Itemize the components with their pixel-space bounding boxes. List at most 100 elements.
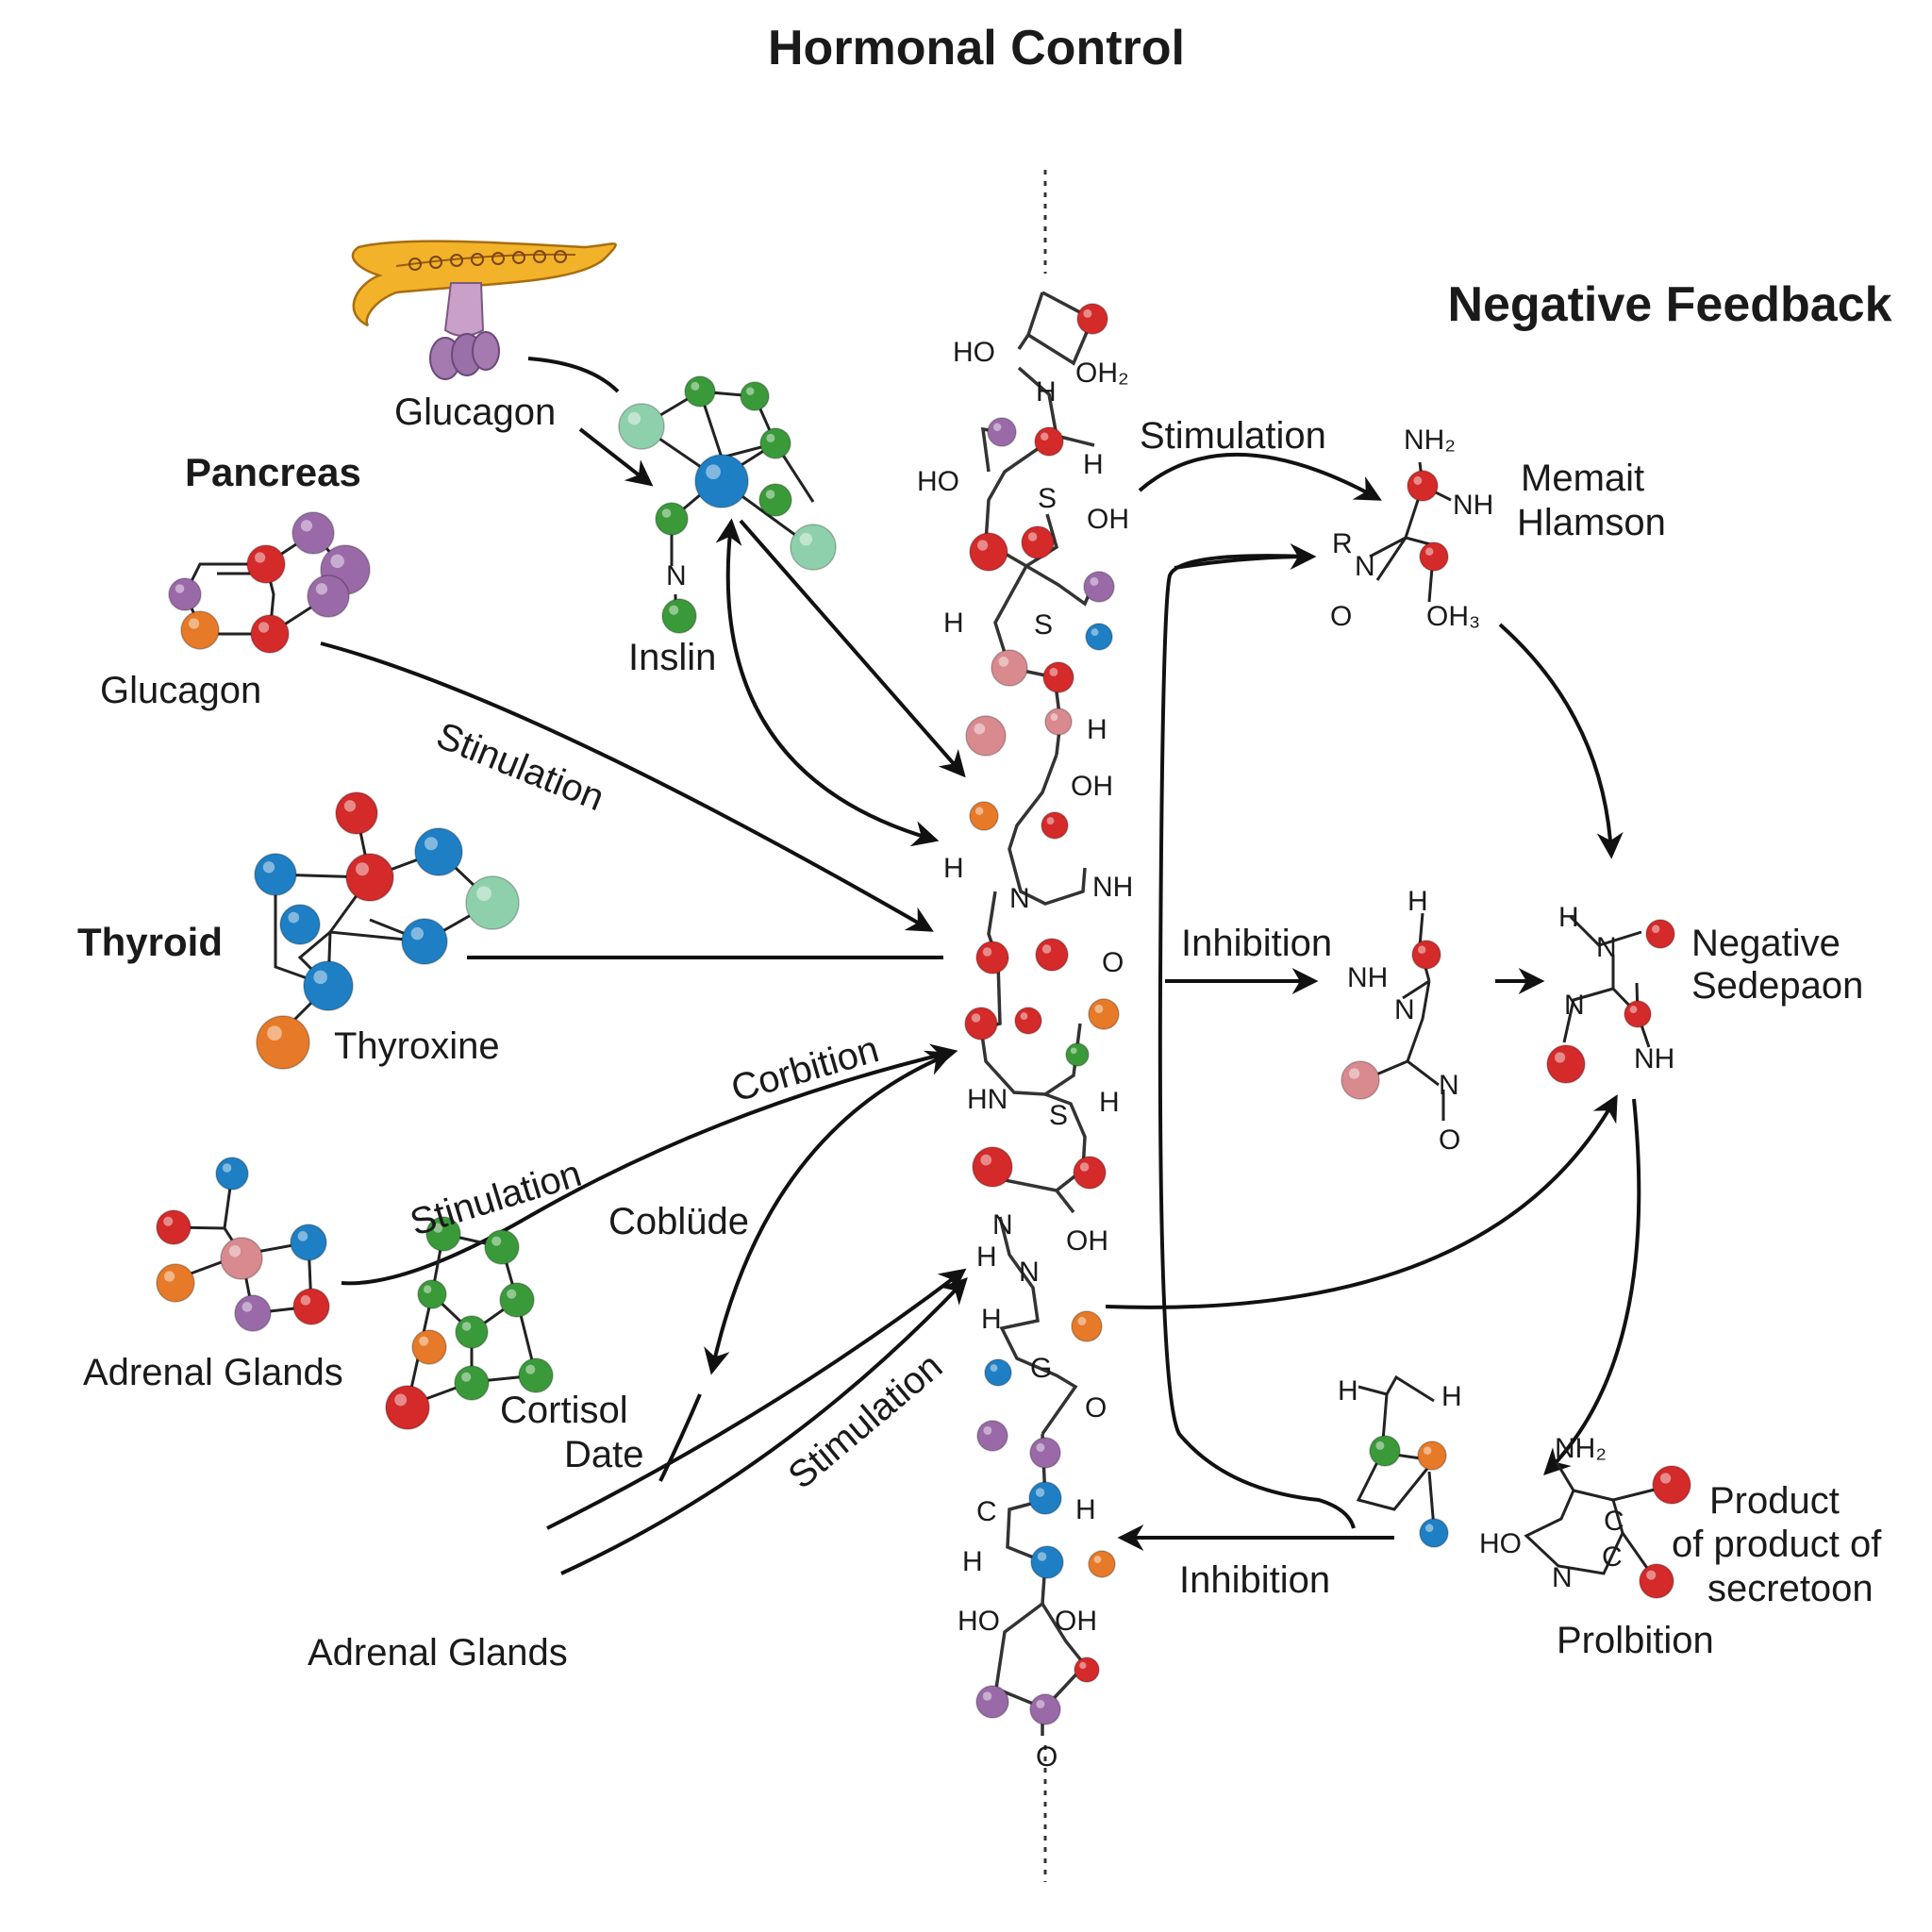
arrow-memait-to-negative (1498, 623, 1624, 859)
atom-green-34 (484, 1229, 520, 1265)
chem-r20: C (1604, 1506, 1624, 1537)
chem-c29: HO (958, 1606, 1000, 1637)
atom-orange-38 (411, 1329, 447, 1365)
chem-c8: H (943, 608, 964, 639)
atom-green-35 (417, 1279, 447, 1309)
atom-highlight-12 (300, 520, 313, 532)
atom-highlight-71 (982, 1691, 992, 1701)
atom-purple-71 (975, 1685, 1009, 1719)
atom-highlight-65 (983, 1425, 992, 1435)
atom-highlight-76 (1349, 1068, 1360, 1079)
atom-red-84 (1639, 1563, 1674, 1599)
atom-green-7 (655, 502, 689, 536)
atom-highlight-51 (1050, 713, 1058, 722)
chem-c13: N (1009, 883, 1030, 914)
atom-highlight-81 (1424, 1446, 1432, 1455)
label-negative-2: Sedepaon (1691, 965, 1863, 1007)
label-stimulation-2: Stinulation (406, 1153, 586, 1244)
atom-green-36 (455, 1315, 489, 1349)
label-cortisol-2: Date (564, 1434, 644, 1475)
chem-c2: OH₂ (1075, 358, 1129, 389)
chem-r2: NH (1453, 490, 1493, 521)
atom-orange-69 (1088, 1550, 1116, 1578)
atom-red-46 (1021, 525, 1055, 559)
atom-red-78 (1624, 1000, 1652, 1028)
atom-green-2 (740, 381, 770, 411)
chem-c31: O (1036, 1741, 1058, 1773)
chem-r18: NH₂ (1555, 1433, 1607, 1464)
atom-red-20 (345, 853, 394, 902)
atom-highlight-2 (746, 387, 755, 395)
atom-green-60 (1065, 1042, 1090, 1067)
atom-purple-12 (291, 511, 335, 555)
atom-red-54 (1041, 811, 1069, 840)
atom-orange-53 (969, 801, 999, 831)
atom-highlight-54 (1046, 817, 1055, 825)
chem-c14: NH (1092, 872, 1133, 903)
atom-highlight-73 (1413, 475, 1423, 485)
atom-highlight-55 (982, 947, 992, 957)
arrow-pancreas-stimulation (320, 641, 934, 932)
label-product-2: of product of (1672, 1524, 1882, 1565)
label-memait-2: Hlamson (1517, 502, 1666, 543)
chem-r16: H (1338, 1375, 1358, 1407)
atom-highlight-17 (343, 800, 357, 812)
atom-blue-26 (215, 1157, 249, 1191)
atom-highlight-45 (977, 540, 989, 551)
chem-r6: OH₃ (1426, 601, 1480, 632)
atom-highlight-33 (433, 1223, 443, 1233)
atom-red-58 (1014, 1007, 1042, 1035)
atom-orange-59 (1088, 998, 1120, 1030)
atom-green-9 (661, 598, 697, 634)
atom-highlight-61 (980, 1154, 992, 1166)
atom-green-39 (454, 1365, 490, 1401)
atom-blue-64 (984, 1358, 1012, 1387)
atom-red-77 (1645, 919, 1675, 949)
atom-red-62 (1073, 1156, 1107, 1190)
atom-red-55 (975, 941, 1009, 974)
atom-highlight-44 (1083, 308, 1092, 318)
atom-green-40 (518, 1357, 554, 1393)
label-product-1: Product (1709, 1480, 1840, 1522)
chem-c11: OH (1071, 771, 1113, 802)
chem-c1: HO (953, 337, 995, 368)
atom-highlight-67 (1035, 1488, 1045, 1497)
atom-blue-23 (401, 918, 448, 965)
label-adrenal-1: Adrenal Glands (83, 1352, 343, 1393)
atom-highlight-32 (300, 1295, 311, 1306)
atom-red-75 (1411, 940, 1441, 970)
label-inhibition-1: Inhibition (1181, 923, 1332, 964)
atom-pink-29 (220, 1237, 263, 1280)
atom-purple-14 (307, 575, 350, 618)
chem-c23: H (981, 1304, 1002, 1335)
arrow-adrenal2-lower (560, 1276, 968, 1575)
atom-red-61 (972, 1146, 1013, 1188)
labels-right: Stimulation Memait Hlamson Inhibition Ne… (1140, 415, 1882, 1661)
chem-c17: S (1049, 1100, 1068, 1131)
chem-c28: H (962, 1546, 983, 1577)
title: Hormonal Control (768, 21, 1185, 75)
atom-blue-19 (254, 853, 297, 896)
label-insulin-n: N (666, 560, 687, 591)
atom-highlight-18 (425, 837, 438, 851)
chem-c24: G (1030, 1353, 1052, 1384)
chem-r15: NH (1634, 1043, 1674, 1074)
label-negative-1: Negative (1691, 923, 1840, 964)
atom-purple-65 (976, 1420, 1008, 1452)
atom-green-6 (758, 483, 792, 517)
atom-highlight-56 (1041, 944, 1052, 954)
label-inhibition-2: Inhibition (1179, 1559, 1330, 1601)
atom-highlight-72 (1036, 1699, 1045, 1708)
atom-red-50 (1042, 661, 1074, 693)
atom-highlight-13 (330, 554, 344, 569)
atom-blue-24 (303, 960, 354, 1011)
atom-highlight-1 (691, 381, 700, 391)
atom-highlight-7 (661, 508, 672, 518)
atom-highlight-11 (255, 552, 266, 563)
atom-mint-3 (618, 403, 665, 450)
atom-purple-42 (987, 417, 1017, 447)
label-thyroid: Thyroid (77, 920, 223, 964)
atom-highlight-10 (175, 584, 185, 593)
atom-highlight-22 (288, 911, 300, 924)
arrow-stimulation-right (1138, 452, 1382, 501)
